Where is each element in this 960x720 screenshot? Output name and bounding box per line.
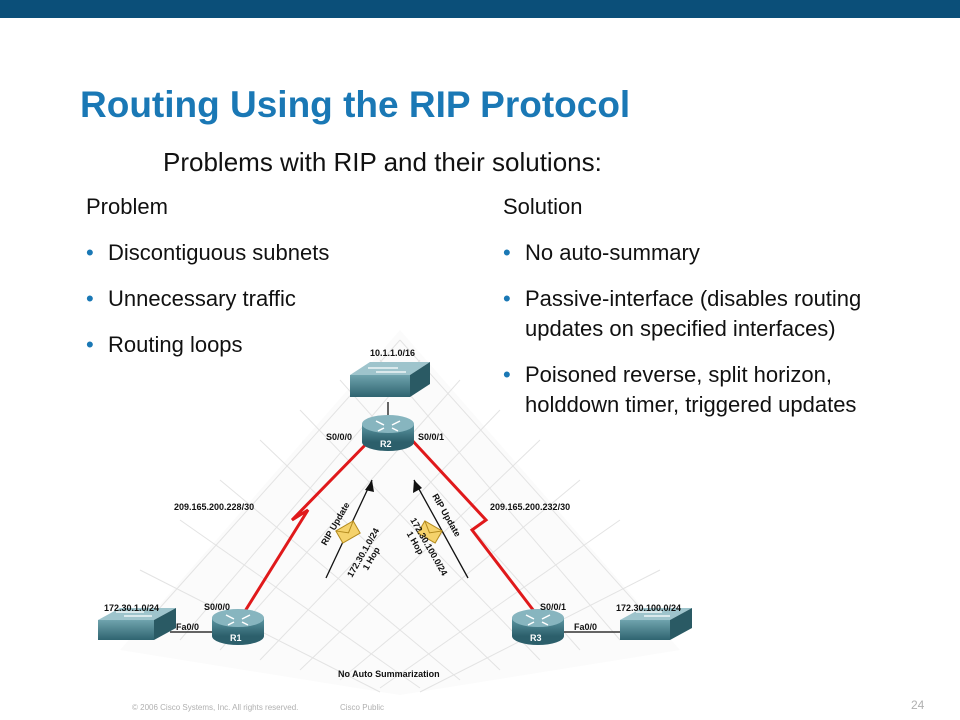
r1-fa-label: Fa0/0 xyxy=(176,622,199,632)
envelope-icon xyxy=(335,520,361,544)
router-icon xyxy=(512,609,564,645)
update-arrowhead-left xyxy=(365,480,374,492)
bullet-icon: • xyxy=(503,362,511,387)
solution-item: •No auto-summary xyxy=(503,238,878,268)
problem-list: •Discontiguous subnets •Unnecessary traf… xyxy=(86,238,329,376)
problem-item: •Routing loops xyxy=(86,330,329,360)
rip-topology-diagram: 10.1.1.0/16 S0/0/0 S0/0/1 R2 209.165.200… xyxy=(98,330,692,695)
footer-classification: Cisco Public xyxy=(340,703,385,712)
envelope-icon xyxy=(417,520,443,544)
bullet-icon: • xyxy=(86,240,94,265)
problem-item: •Unnecessary traffic xyxy=(86,284,329,314)
problem-item: •Discontiguous subnets xyxy=(86,238,329,268)
r1-lan-label: 172.30.1.0/24 xyxy=(104,603,159,613)
serial-link-r2-r3 xyxy=(408,436,552,633)
r3-lan-label: 172.30.100.0/24 xyxy=(616,603,681,613)
solution-item: •Poisoned reverse, split horizon, holddo… xyxy=(503,362,857,417)
footer-copyright: © 2006 Cisco Systems, Inc. All rights re… xyxy=(132,703,299,712)
right-link-label: 209.165.200.232/30 xyxy=(490,502,570,512)
solution-header: Solution xyxy=(503,194,583,219)
bullet-icon: • xyxy=(86,286,94,311)
r1-serial-label: S0/0/0 xyxy=(204,602,230,612)
switch-icon xyxy=(620,608,692,640)
router-icon xyxy=(362,415,414,451)
r3-serial-label: S0/0/1 xyxy=(540,602,566,612)
update-arrow-right xyxy=(413,479,469,579)
r1-name: R1 xyxy=(230,633,242,643)
switch-icon xyxy=(98,608,176,640)
r2-s001-label: S0/0/1 xyxy=(418,432,444,442)
diagram-caption: No Auto Summarization xyxy=(338,669,440,679)
solution-item: •Passive-interface (disables routing upd… xyxy=(503,286,862,341)
bullet-icon: • xyxy=(503,286,511,311)
slide-subtitle: Problems with RIP and their solutions: xyxy=(163,147,602,177)
bullet-icon: • xyxy=(86,332,94,357)
r2-name: R2 xyxy=(380,439,392,449)
r2-lan-label: 10.1.1.0/16 xyxy=(370,348,415,358)
solution-list: •No auto-summary •Passive-interface (dis… xyxy=(503,238,878,436)
serial-link-r1-r2 xyxy=(230,436,374,633)
problem-header: Problem xyxy=(86,194,168,219)
router-icon xyxy=(212,609,264,645)
switch-icon xyxy=(350,362,430,397)
r3-fa-label: Fa0/0 xyxy=(574,622,597,632)
page-number: 24 xyxy=(911,698,925,712)
brand-bar xyxy=(0,0,960,18)
r3-name: R3 xyxy=(530,633,542,643)
bullet-icon: • xyxy=(503,240,511,265)
update-arrowhead-right xyxy=(413,480,422,493)
left-link-label: 209.165.200.228/30 xyxy=(174,502,254,512)
slide-title: Routing Using the RIP Protocol xyxy=(80,84,631,125)
r2-s000-label: S0/0/0 xyxy=(326,432,352,442)
